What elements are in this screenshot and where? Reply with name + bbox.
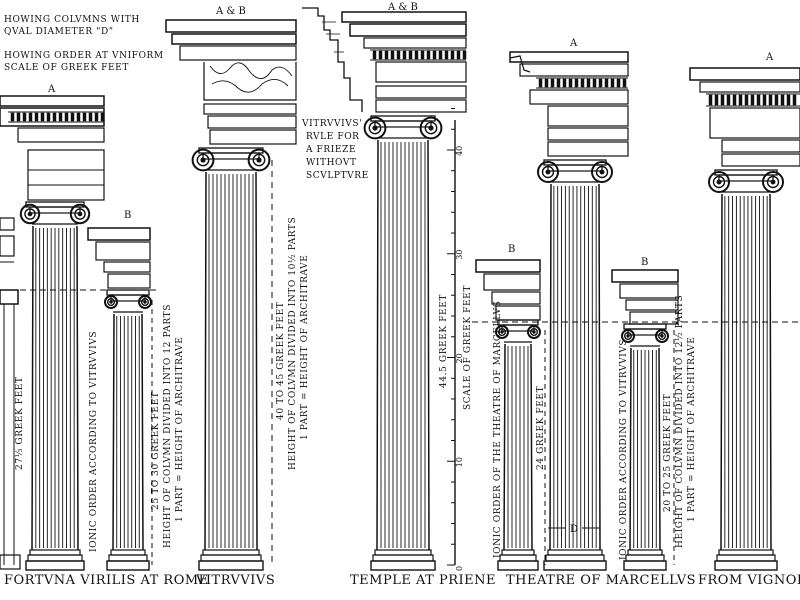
- vitruvius-entablature: [165, 19, 297, 145]
- frieze-note-2: RVLE FOR: [306, 132, 360, 142]
- caption-marcellus: THEATRE OF MARCELLVS: [506, 573, 696, 588]
- caption-vitruvius: VITRVVIVS: [195, 573, 275, 588]
- marcellus-small-column: [495, 319, 541, 571]
- captions: FORTVNA VIRILIS AT ROME VITRVVIVS TEMPLE…: [4, 573, 800, 588]
- label-marcellus-order: IONIC ORDER OF THE THEATRE OF MARCELLVS: [493, 301, 503, 558]
- vitruvius-column: [191, 147, 271, 571]
- marker-d-marcellus: D: [570, 524, 578, 535]
- caption-priene: TEMPLE AT PRIENE: [350, 573, 496, 588]
- frieze-note-1: VITRVVIVS': [301, 119, 362, 129]
- legend: HOWING COLVMNS WITH QVAL DIAMETER "D" HO…: [4, 15, 164, 73]
- frieze-note-4: WITHOVT: [306, 158, 357, 168]
- frieze-note: VITRVVIVS' RVLE FOR A FRIEZE WITHOVT SCV…: [301, 119, 369, 181]
- scale-tick-label: 10: [455, 457, 464, 467]
- marker-ab-vitruvius: A & B: [215, 6, 246, 17]
- vitruvius-small-entablature-2: [611, 269, 679, 325]
- label-range-40-45: 40 TO 45 GREEK FEET: [276, 302, 286, 420]
- label-range-25-30: 25 TO 30 GREEK FEET: [151, 392, 161, 510]
- label-height-12: HEIGHT OF COLVMN DIVIDED INTO 12 PARTS: [163, 304, 173, 548]
- scale-tick-label: 0: [455, 566, 464, 571]
- caption-fortuna: FORTVNA VIRILIS AT ROME: [4, 573, 209, 588]
- label-marcellus-feet: 24 GREEK FEET: [536, 386, 546, 470]
- legend-line-3: HOWING ORDER AT VNIFORM: [4, 51, 164, 61]
- marker-b-1: B: [124, 210, 131, 221]
- label-fortuna-feet: 27⅓ GREEK FEET: [15, 376, 25, 470]
- marcellus-column: [537, 159, 613, 571]
- marker-a-fortuna: A: [47, 84, 56, 95]
- marcellus-small-entablature: [475, 259, 541, 321]
- label-part-arch-2: 1 PART = HEIGHT OF ARCHITRAVE: [300, 255, 310, 440]
- label-ionic-vitruvius-2: IONIC ORDER ACCORDING TO VITRVVIVS: [619, 339, 629, 560]
- marker-b-marcellus: B: [508, 244, 515, 255]
- label-height-12b: HEIGHT OF COLVMN DIVIDED INTO 12½ PARTS: [674, 295, 685, 548]
- fortuna-partial-column: [0, 217, 21, 570]
- vitruvius-small-column: [104, 289, 152, 571]
- label-ionic-vitruvius-1: IONIC ORDER ACCORDING TO VITRVVIVS: [89, 331, 99, 552]
- label-priene-feet: 44.5 GREEK FEET: [439, 294, 449, 388]
- label-height-10: HEIGHT OF COLVMN DIVIDED INTO 10½ PARTS: [287, 217, 298, 470]
- legend-line-2: QVAL DIAMETER "D": [4, 27, 114, 37]
- scale-tick-label: 20: [455, 353, 464, 363]
- vitruvius-small-column-2: [621, 323, 669, 571]
- marcellus-entablature: [509, 51, 629, 157]
- label-range-20-25: 20 TO 25 GREEK FEET: [663, 394, 673, 512]
- frieze-note-3: A FRIEZE: [305, 145, 356, 155]
- fortuna-entablature: [0, 95, 105, 201]
- legend-line-1: HOWING COLVMNS WITH: [4, 15, 140, 25]
- caption-vignola: FROM VIGNOLA: [698, 573, 800, 588]
- vignola-entablature: [689, 67, 800, 167]
- marker-a-marcellus: A: [569, 38, 578, 49]
- scale-tick-label: 30: [455, 250, 464, 260]
- scale-ticks: 40 30 20 10 0: [447, 108, 464, 571]
- frieze-profile: [302, 7, 363, 112]
- marker-a-vignola: A: [765, 52, 774, 63]
- label-part-arch-1: 1 PART = HEIGHT OF ARCHITRAVE: [175, 337, 185, 522]
- marker-ab-priene: A & B: [387, 2, 418, 13]
- vitruvius-small-entablature: [87, 227, 151, 289]
- marker-b-vitruvius-2: B: [641, 257, 648, 268]
- priene-entablature: [341, 11, 467, 113]
- scale-tick-label: 40: [455, 146, 464, 156]
- legend-line-4: SCALE OF GREEK FEET: [4, 63, 129, 73]
- priene-column: [363, 115, 443, 571]
- label-part-arch-3: 1 PART = HEIGHT OF ARCHITRAVE: [687, 337, 697, 522]
- vignola-column: [708, 169, 784, 571]
- frieze-note-5: SCVLPTVRE: [306, 171, 369, 181]
- label-scale-feet: SCALE OF GREEK FEET: [463, 285, 473, 410]
- fortuna-main-column: [19, 201, 91, 571]
